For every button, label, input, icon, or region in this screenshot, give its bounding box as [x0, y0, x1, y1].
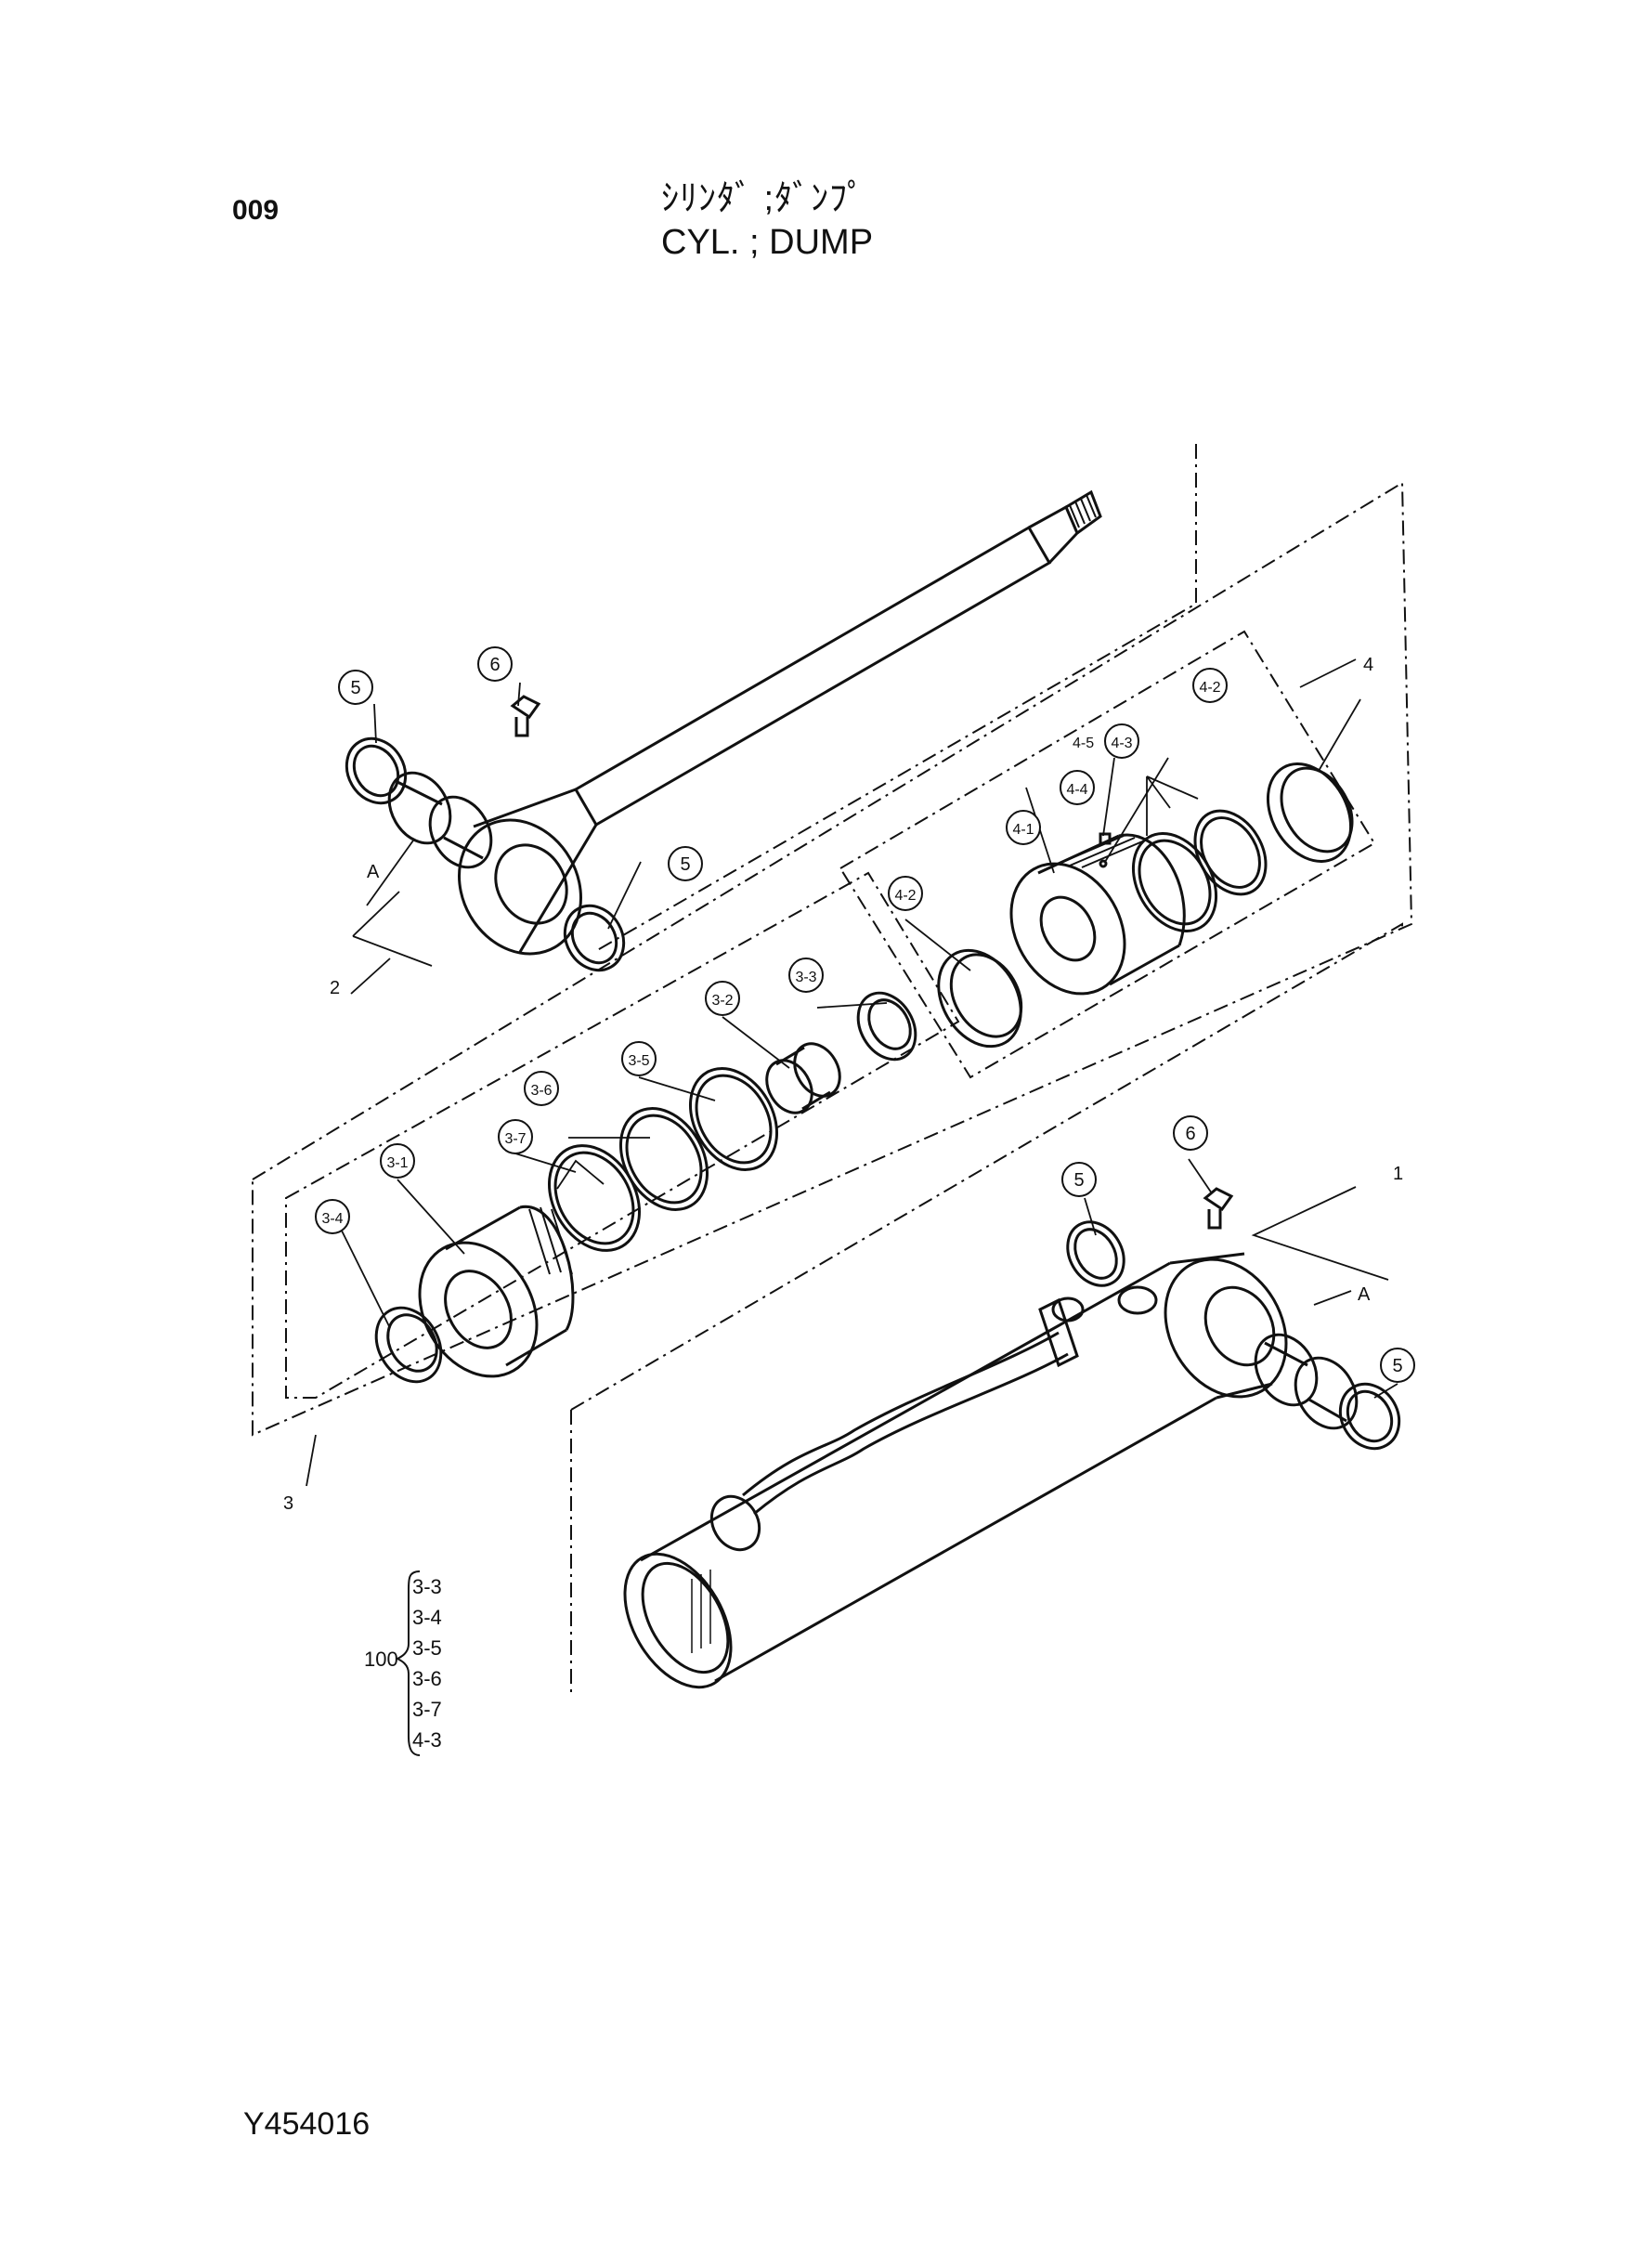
title-japanese: ｼﾘﾝﾀﾞ ;ﾀﾞﾝﾌﾟ — [661, 179, 866, 218]
rod-seal-right — [563, 904, 626, 972]
callout-4-2-b: 4-2 — [894, 888, 916, 904]
cylinder-head — [418, 1205, 575, 1378]
tube-seal-right — [1338, 1382, 1401, 1451]
callout-3-1: 3-1 — [386, 1155, 408, 1171]
seal-kit-item: 4-3 — [412, 1728, 442, 1752]
callout-4-1: 4-1 — [1012, 822, 1034, 838]
piston-rod — [458, 489, 1102, 956]
set-screw — [1099, 832, 1112, 868]
callout-group-2: 2 — [330, 978, 340, 998]
reference-a-tube: A — [1358, 1284, 1371, 1305]
callout-4-3: 4-3 — [1111, 736, 1132, 751]
callout-5-a: 5 — [350, 678, 360, 698]
seal-kit-number: 100 — [364, 1648, 398, 1671]
drawing-number: Y454016 — [243, 2106, 371, 2142]
title-english: CYL. ; DUMP — [661, 223, 874, 262]
callout-3-3: 3-3 — [795, 970, 816, 985]
o-ring-3-7 — [548, 1144, 641, 1252]
grease-fitting-tube — [1203, 1187, 1234, 1230]
seal-kit-item: 3-3 — [412, 1575, 442, 1598]
callout-4-4: 4-4 — [1066, 782, 1087, 798]
head-bushing-3-2 — [765, 1042, 841, 1114]
outline-group-3 — [285, 871, 960, 1399]
callout-6-b: 6 — [1185, 1124, 1195, 1144]
rod-seal-3-3 — [856, 991, 917, 1062]
callout-group-3: 3 — [283, 1493, 293, 1514]
tube-seal-left — [1066, 1220, 1125, 1287]
rod-bushing — [387, 771, 493, 869]
callout-3-2: 3-2 — [711, 993, 733, 1009]
piston-wear-ring-right — [1266, 762, 1354, 863]
callout-3-7: 3-7 — [504, 1131, 526, 1147]
piston-wear-ring-left — [937, 948, 1023, 1049]
outline-tube — [570, 922, 1403, 1695]
callout-3-4: 3-4 — [321, 1211, 343, 1227]
backup-ring-3-6 — [618, 1107, 709, 1211]
seal-kit-brace — [395, 1570, 421, 1756]
cylinder-tube — [623, 1261, 1217, 1689]
piston-seal — [1131, 809, 1268, 932]
o-ring-3-5 — [688, 1067, 779, 1171]
callout-group-4: 4 — [1363, 655, 1373, 675]
grease-fitting-rod — [510, 695, 541, 737]
rod-seal-left — [345, 736, 408, 805]
hydraulic-pipe — [709, 1285, 1158, 1552]
seal-kit-item: 3-4 — [412, 1606, 442, 1629]
reference-a-rod: A — [367, 862, 380, 882]
tube-eye — [1164, 1252, 1288, 1400]
piston — [1009, 833, 1186, 996]
callout-6-a: 6 — [489, 655, 500, 675]
page-code: 009 — [232, 195, 280, 226]
seal-kit-item: 3-7 — [412, 1698, 442, 1721]
seal-kit-list: 3-3 3-4 3-5 3-6 3-7 4-3 — [412, 1571, 442, 1755]
callout-4-5: 4-5 — [1073, 736, 1094, 751]
callout-group-1: 1 — [1393, 1164, 1403, 1184]
callout-5-b: 5 — [680, 854, 690, 875]
callout-3-6: 3-6 — [530, 1083, 552, 1099]
callout-5-d: 5 — [1392, 1356, 1402, 1376]
outline-group-4 — [839, 630, 1376, 1079]
callout-5-c: 5 — [1073, 1170, 1084, 1191]
callout-3-5: 3-5 — [628, 1053, 649, 1069]
callout-4-2-a: 4-2 — [1199, 680, 1220, 696]
outline-group-2 — [252, 481, 1413, 1437]
seal-kit-item: 3-5 — [412, 1636, 442, 1660]
head-seal-3-4 — [374, 1306, 443, 1384]
seal-kit-item: 3-6 — [412, 1667, 442, 1690]
